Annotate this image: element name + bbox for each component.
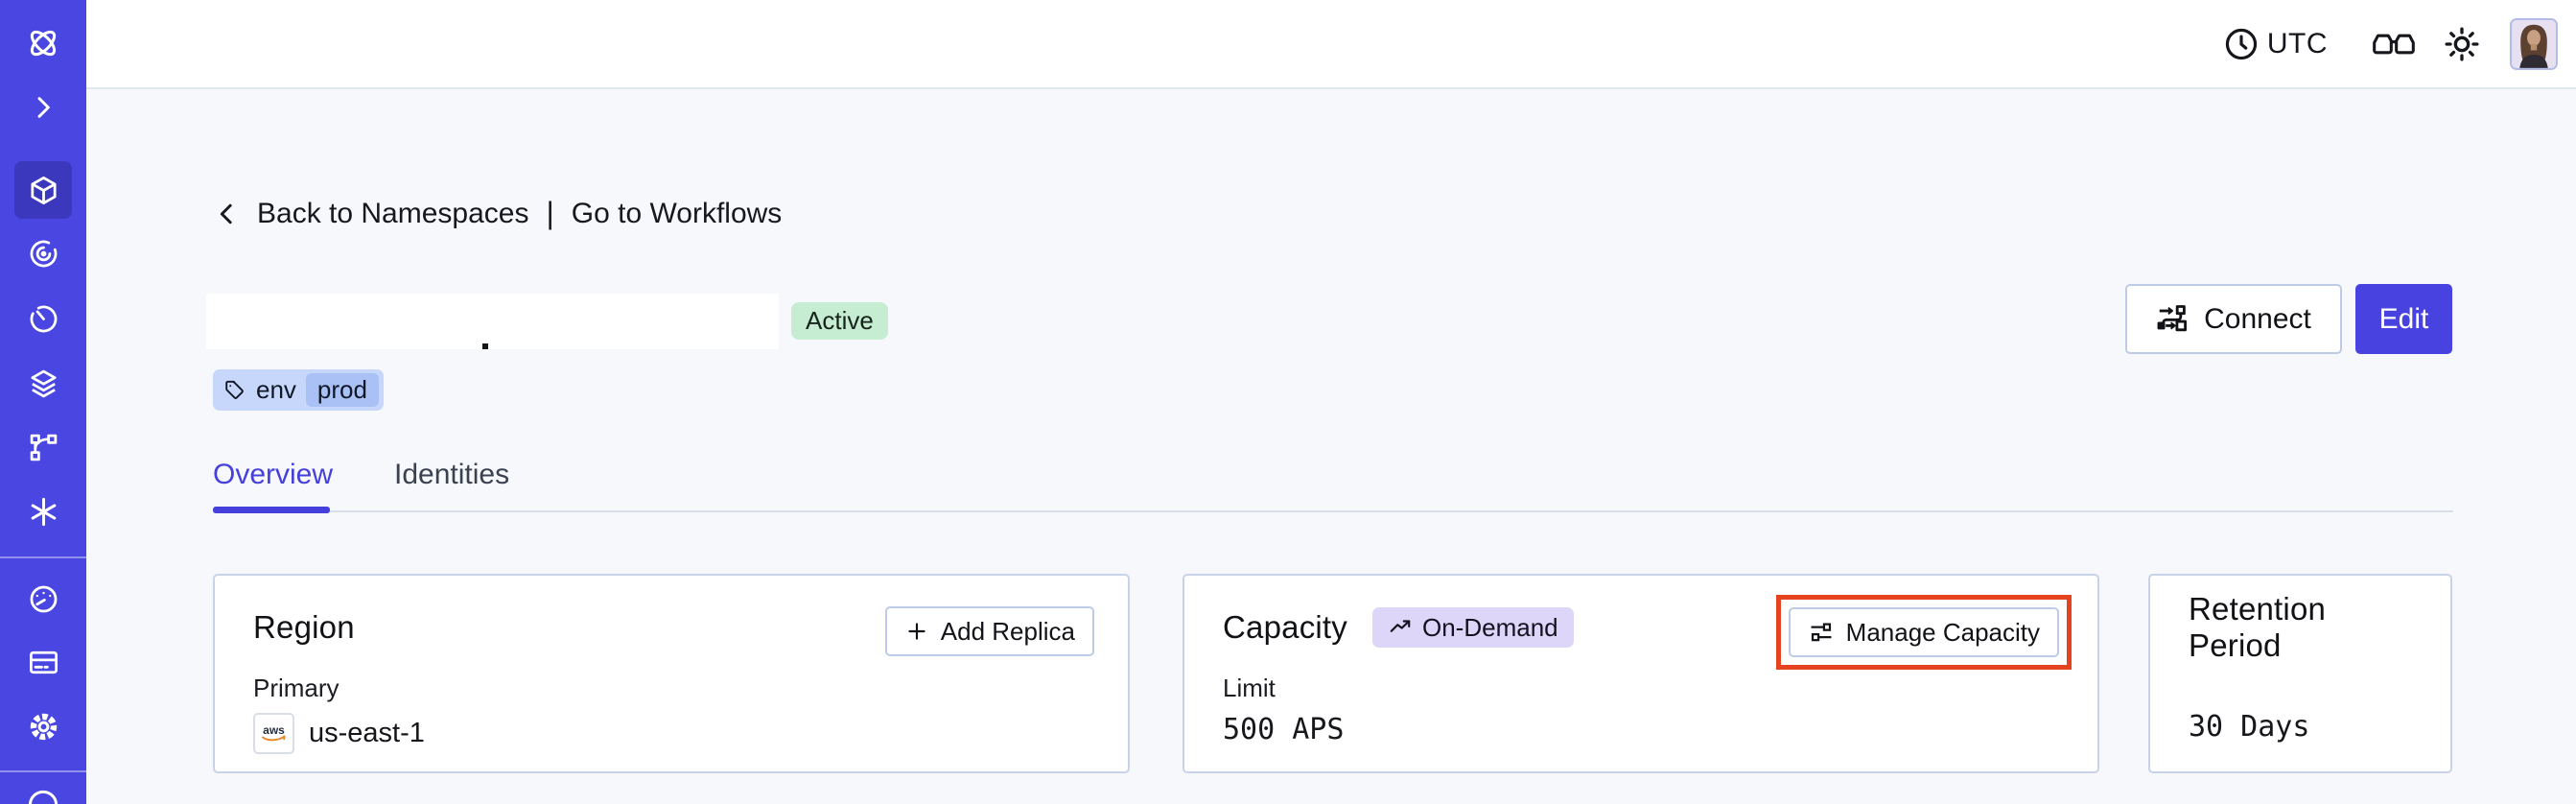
ondemand-badge-label: On-Demand	[1422, 612, 1558, 642]
nexus-asterisk-icon[interactable]	[0, 495, 86, 529]
settings-gear-icon[interactable]	[0, 710, 86, 744]
connect-button[interactable]: Connect	[2125, 284, 2342, 354]
capacity-card: Capacity On-Demand	[1183, 574, 2099, 773]
breadcrumb: Back to Namespaces | Go to Workflows	[213, 196, 782, 231]
retention-value: 30 Days	[2189, 710, 2310, 744]
capacity-value: 500 APS	[1223, 713, 1345, 746]
trending-up-icon	[1388, 615, 1413, 640]
manage-capacity-button[interactable]: Manage Capacity	[1788, 607, 2059, 657]
tab-baseline	[213, 510, 2453, 512]
namespace-tag-chip[interactable]: env prod	[213, 369, 384, 411]
connect-button-label: Connect	[2204, 302, 2311, 335]
schedules-clock-icon[interactable]	[0, 302, 86, 336]
aws-logo-text: aws	[263, 723, 285, 737]
manage-capacity-label: Manage Capacity	[1845, 617, 2040, 647]
annotation-highlight-box: Manage Capacity	[1775, 595, 2072, 670]
deployments-layers-icon[interactable]	[0, 367, 86, 400]
back-to-namespaces-link[interactable]: Back to Namespaces	[257, 197, 529, 229]
status-badge: Active	[791, 302, 888, 340]
retention-card: Retention Period 30 Days	[2148, 574, 2452, 773]
workflows-spiral-icon[interactable]	[0, 237, 86, 271]
tab-overview[interactable]: Overview	[213, 459, 334, 490]
retention-card-title: Retention Period	[2189, 591, 2327, 663]
sidebar-expand-icon[interactable]	[0, 92, 86, 123]
edit-button[interactable]: Edit	[2355, 284, 2452, 354]
add-replica-button[interactable]: Add Replica	[884, 606, 1094, 656]
topbar-right-cluster: UTC	[2223, 0, 2558, 87]
add-replica-label: Add Replica	[940, 616, 1075, 646]
namespaces-cube-icon[interactable]	[0, 174, 86, 207]
sidebar-divider	[0, 770, 86, 772]
sun-icon[interactable]	[2443, 25, 2481, 63]
batch-operations-branch-icon[interactable]	[0, 431, 86, 464]
connect-icon	[2156, 302, 2190, 337]
tag-key: env	[256, 375, 296, 404]
topbar: UTC	[86, 0, 2576, 89]
bottom-partial-circle-icon[interactable]	[0, 787, 86, 804]
billing-card-icon[interactable]	[0, 646, 86, 679]
usage-gauge-icon[interactable]	[0, 582, 86, 616]
region-card: Region Add Replica Primary aws	[213, 574, 1130, 773]
breadcrumb-separator: |	[546, 196, 554, 230]
active-tab-underline	[213, 507, 330, 513]
redacted-namespace-name	[206, 294, 779, 349]
tab-identities[interactable]: Identities	[394, 459, 510, 490]
glasses-icon[interactable]	[2372, 30, 2416, 59]
aws-logo: aws	[253, 713, 294, 754]
timezone-label[interactable]: UTC	[2266, 27, 2328, 59]
region-card-title: Region	[253, 609, 355, 645]
go-to-workflows-link[interactable]: Go to Workflows	[571, 197, 783, 229]
tag-value: prod	[305, 373, 379, 407]
tab-bar: Overview Identities	[213, 459, 509, 491]
clock-icon	[2223, 26, 2260, 62]
region-value: us-east-1	[309, 718, 425, 748]
plus-icon	[904, 619, 929, 644]
sidebar	[0, 0, 86, 804]
region-field-label: Primary	[253, 674, 340, 702]
ondemand-badge: On-Demand	[1372, 607, 1574, 648]
temporal-logo-icon[interactable]	[0, 25, 86, 61]
tag-icon	[223, 379, 246, 402]
sidebar-divider	[0, 556, 86, 558]
chevron-left-icon[interactable]	[213, 198, 242, 230]
redaction-artifact	[482, 343, 488, 349]
capacity-card-title: Capacity	[1223, 609, 1347, 645]
avatar[interactable]	[2510, 17, 2558, 70]
capacity-field-label: Limit	[1223, 674, 1276, 702]
sliders-icon	[1808, 619, 1835, 646]
